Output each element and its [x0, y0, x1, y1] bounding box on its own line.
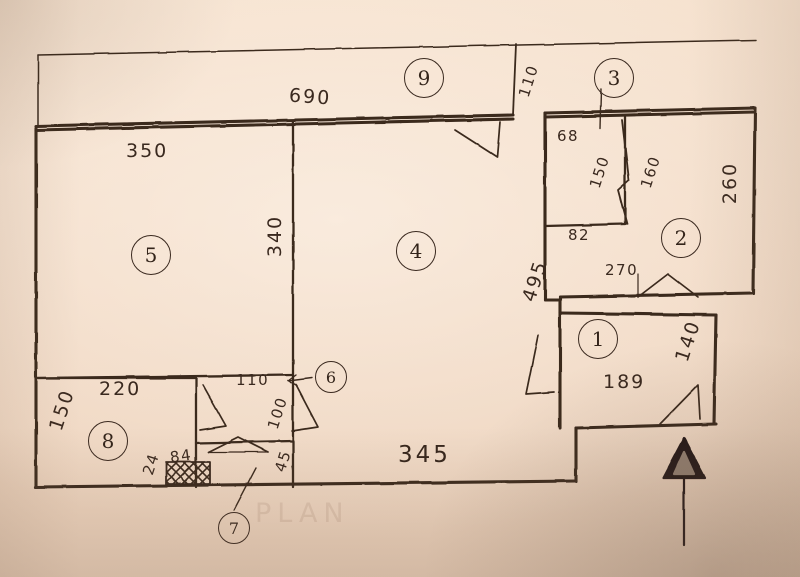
dimension-350: 350 — [126, 140, 169, 162]
dimension-270: 270 — [605, 261, 639, 279]
dimension-82: 82 — [568, 226, 591, 244]
north-arrow — [661, 436, 707, 547]
dimension-690: 690 — [288, 84, 332, 110]
room-marker-4[interactable]: 4 — [396, 231, 436, 271]
room-marker-2-label: 2 — [674, 226, 688, 250]
dimension-84: 84 — [168, 445, 194, 467]
dimension-ticks — [233, 88, 602, 511]
room-marker-6-label: 6 — [325, 367, 337, 387]
room-marker-7[interactable]: 7 — [218, 512, 250, 544]
room-3-walls — [543, 115, 627, 228]
dimension-110-room6: 110 — [236, 371, 270, 389]
room-marker-4-label: 4 — [409, 239, 423, 263]
dimension-189: 189 — [603, 371, 646, 393]
overall-dimension-band — [37, 39, 757, 126]
dimension-340: 340 — [264, 214, 287, 258]
room-marker-2[interactable]: 2 — [661, 218, 701, 258]
room-marker-8[interactable]: 8 — [88, 421, 128, 461]
building-outline — [34, 43, 757, 489]
door-swings — [199, 121, 701, 453]
hatched-pier-block — [165, 461, 211, 485]
room-marker-1-label: 1 — [591, 327, 605, 351]
room-marker-5[interactable]: 5 — [131, 235, 171, 275]
room-marker-1[interactable]: 1 — [578, 319, 618, 359]
room-marker-3[interactable]: 3 — [594, 58, 634, 98]
room-marker-3-label: 3 — [607, 66, 621, 90]
room-marker-6[interactable]: 6 — [315, 361, 347, 393]
room-marker-5-label: 5 — [144, 243, 158, 267]
room-3-jamb — [617, 119, 630, 225]
interior-walls — [34, 119, 295, 489]
room-marker-7-label: 7 — [228, 518, 240, 538]
room-marker-9[interactable]: 9 — [404, 58, 444, 98]
dimension-220: 220 — [99, 378, 142, 400]
dimension-68: 68 — [557, 127, 580, 145]
dimension-260: 260 — [719, 161, 742, 205]
dimension-345: 345 — [398, 442, 451, 468]
room-marker-8-label: 8 — [101, 429, 115, 453]
room-marker-9-label: 9 — [417, 66, 431, 90]
